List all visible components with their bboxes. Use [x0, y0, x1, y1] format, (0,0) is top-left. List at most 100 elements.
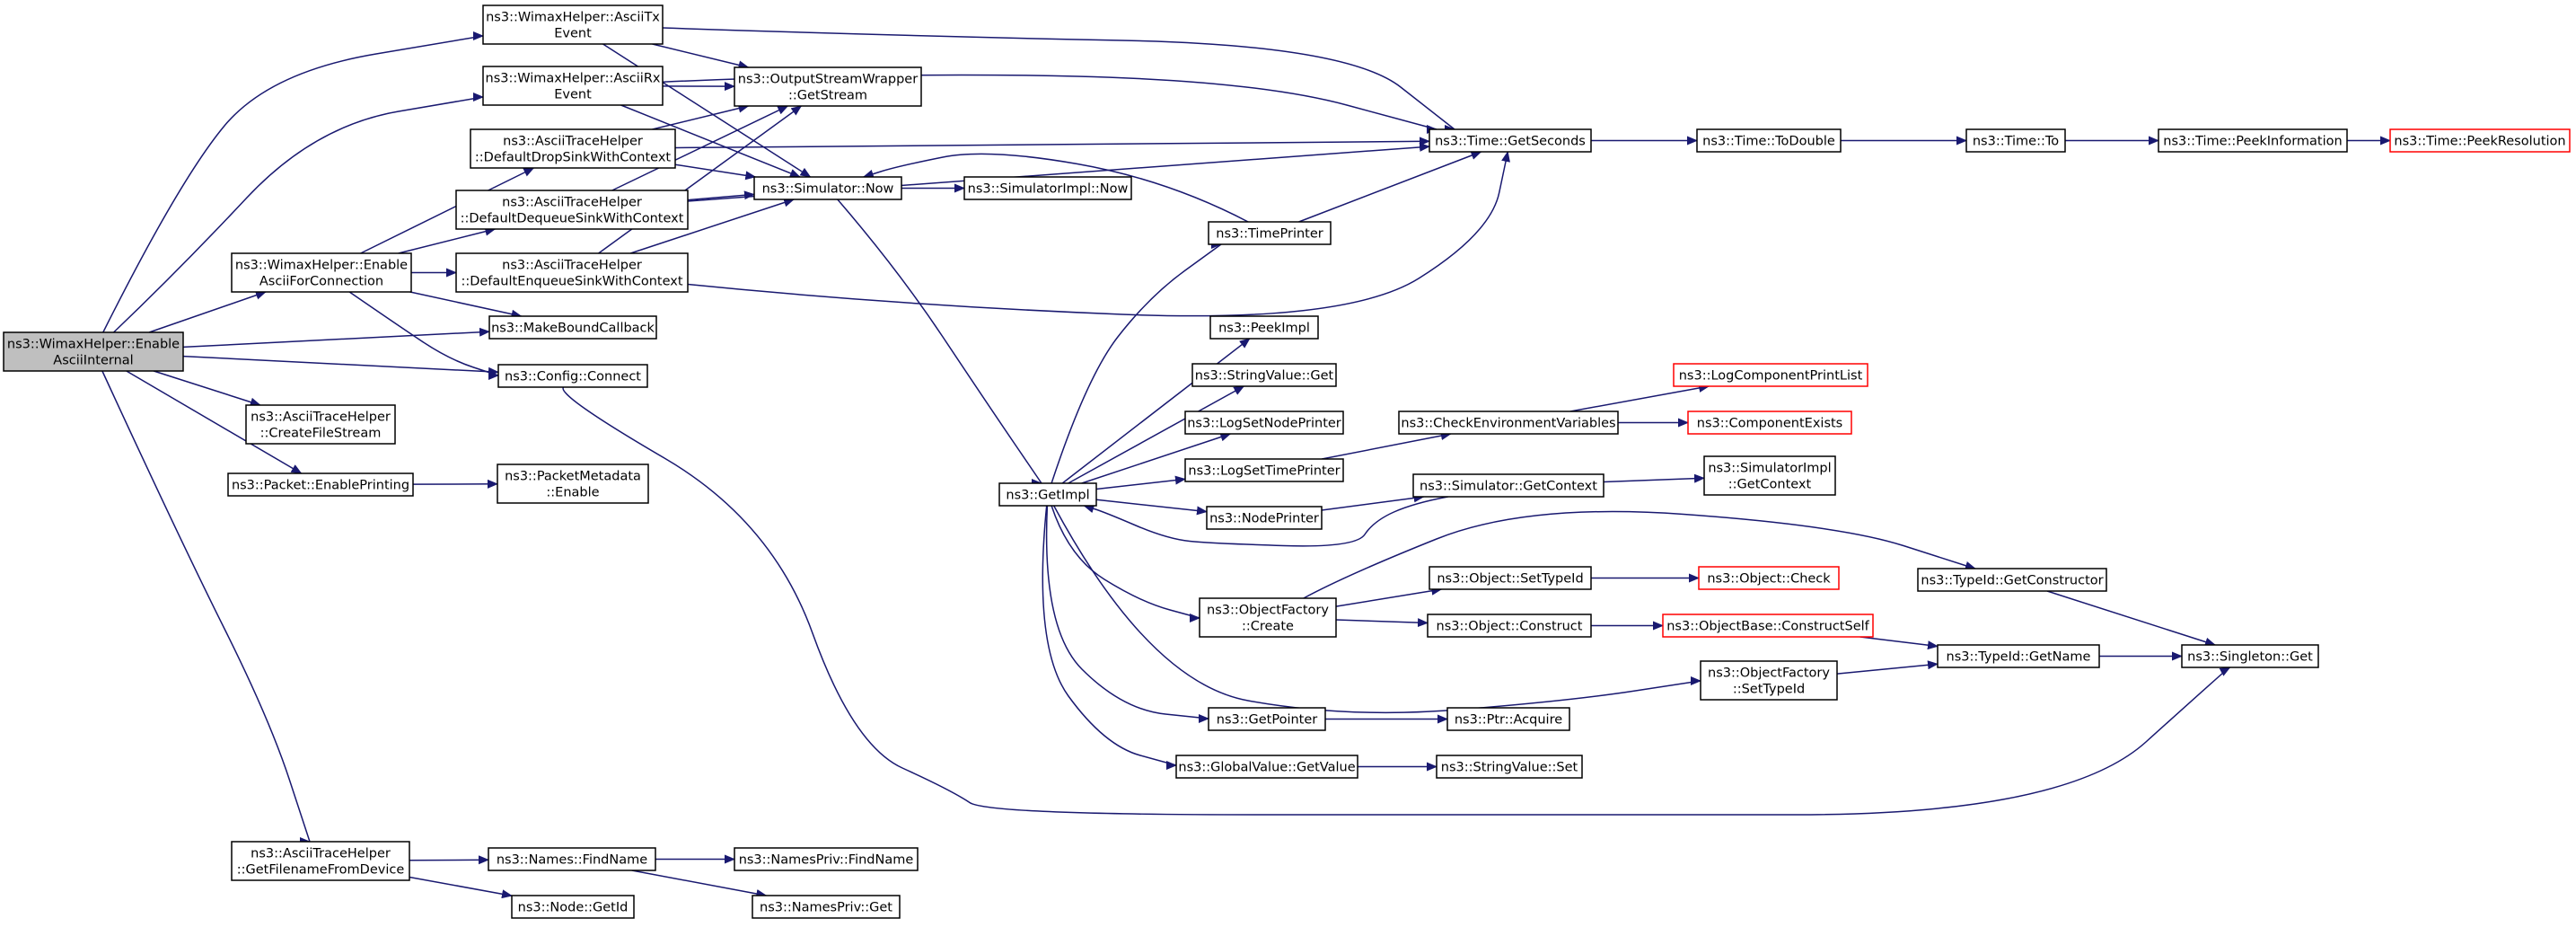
node-defaultDequeue[interactable]: ns3::AsciiTraceHelper::DefaultDequeueSin… [455, 190, 689, 230]
node-box[interactable] [245, 404, 396, 445]
node-timeTo[interactable]: ns3::Time::To [1965, 128, 2066, 153]
node-configConnect[interactable]: ns3::Config::Connect [497, 364, 648, 388]
node-box[interactable] [734, 66, 922, 107]
node-box[interactable] [1436, 755, 1583, 779]
node-box[interactable] [1937, 644, 2100, 668]
node-objBaseConstructSelf[interactable]: ns3::ObjectBase::ConstructSelf [1662, 614, 1874, 638]
node-box[interactable] [1208, 707, 1326, 731]
node-defaultDrop[interactable]: ns3::AsciiTraceHelper::DefaultDropSinkWi… [470, 128, 676, 169]
node-box[interactable] [497, 464, 649, 504]
node-logSetNodePrinter[interactable]: ns3::LogSetNodePrinter [1184, 411, 1344, 435]
node-ptrAcquire[interactable]: ns3::Ptr::Acquire [1446, 707, 1570, 731]
node-timeToDouble[interactable]: ns3::Time::ToDouble [1696, 128, 1842, 153]
node-box[interactable] [1446, 707, 1570, 731]
node-logCompPrintList[interactable]: ns3::LogComponentPrintList [1673, 363, 1868, 387]
node-box[interactable] [1429, 128, 1592, 153]
node-timePeekInfo[interactable]: ns3::Time::PeekInformation [2158, 128, 2348, 153]
node-checkEnv[interactable]: ns3::CheckEnvironmentVariables [1398, 411, 1619, 435]
node-box[interactable] [998, 482, 1097, 507]
node-box[interactable] [752, 895, 901, 919]
node-box[interactable] [3, 331, 184, 372]
node-getImpl[interactable]: ns3::GetImpl [998, 482, 1097, 507]
node-box[interactable] [1209, 315, 1319, 340]
node-typeIdGetConstructor[interactable]: ns3::TypeId::GetConstructor [1917, 568, 2107, 592]
node-objSetTypeId[interactable]: ns3::Object::SetTypeId [1429, 566, 1592, 590]
node-nodeGetId[interactable]: ns3::Node::GetId [511, 895, 635, 919]
node-createFileStream[interactable]: ns3::AsciiTraceHelper::CreateFileStream [245, 404, 396, 445]
node-box[interactable] [497, 364, 648, 388]
node-box[interactable] [227, 472, 414, 497]
node-stringValueGet[interactable]: ns3::StringValue::Get [1191, 363, 1337, 387]
node-box[interactable] [1703, 455, 1836, 496]
node-nodePrinter[interactable]: ns3::NodePrinter [1206, 506, 1323, 530]
node-box[interactable] [1208, 221, 1332, 245]
node-box[interactable] [1427, 614, 1592, 638]
node-box[interactable] [2389, 128, 2571, 153]
node-box[interactable] [1175, 755, 1358, 779]
node-box[interactable] [231, 252, 412, 293]
node-getPointer[interactable]: ns3::GetPointer [1208, 707, 1326, 731]
node-box[interactable] [470, 128, 676, 169]
node-makeBoundCallback[interactable]: ns3::MakeBoundCallback [488, 315, 657, 340]
node-box[interactable] [1184, 411, 1344, 435]
node-packetEnablePrinting[interactable]: ns3::Packet::EnablePrinting [227, 472, 414, 497]
node-objFactoryCreate[interactable]: ns3::ObjectFactory::Create [1199, 597, 1337, 638]
node-box[interactable] [1917, 568, 2107, 592]
node-simImplNow[interactable]: ns3::SimulatorImpl::Now [963, 176, 1132, 200]
node-box[interactable] [1662, 614, 1874, 638]
node-box[interactable] [1700, 660, 1838, 701]
node-box[interactable] [1199, 597, 1337, 638]
node-simNow[interactable]: ns3::Simulator::Now [753, 176, 902, 200]
node-objCheck[interactable]: ns3::Object::Check [1698, 566, 1840, 590]
node-objFactorySetTypeId[interactable]: ns3::ObjectFactory::SetTypeId [1700, 660, 1838, 701]
node-namesPrivGet[interactable]: ns3::NamesPriv::Get [752, 895, 901, 919]
node-timePeekRes[interactable]: ns3::Time::PeekResolution [2389, 128, 2571, 153]
node-box[interactable] [1184, 458, 1344, 482]
node-box[interactable] [1412, 473, 1605, 498]
node-globalValueGet[interactable]: ns3::GlobalValue::GetValue [1175, 755, 1358, 779]
node-box[interactable] [1398, 411, 1619, 435]
node-singletonGet[interactable]: ns3::Singleton::Get [2181, 644, 2319, 668]
node-timePrinter[interactable]: ns3::TimePrinter [1208, 221, 1332, 245]
node-box[interactable] [488, 315, 657, 340]
node-box[interactable] [2181, 644, 2319, 668]
node-peekImpl[interactable]: ns3::PeekImpl [1209, 315, 1319, 340]
node-typeIdGetName[interactable]: ns3::TypeId::GetName [1937, 644, 2100, 668]
node-box[interactable] [1673, 363, 1868, 387]
node-box[interactable] [1191, 363, 1337, 387]
node-box[interactable] [455, 252, 689, 293]
node-box[interactable] [488, 847, 656, 871]
node-simImplGetContext[interactable]: ns3::SimulatorImpl::GetContext [1703, 455, 1836, 496]
node-stringValueSet[interactable]: ns3::StringValue::Set [1436, 755, 1583, 779]
node-box[interactable] [1687, 411, 1852, 435]
node-box[interactable] [1696, 128, 1842, 153]
node-enableAsciiForConn[interactable]: ns3::WimaxHelper::EnableAsciiForConnecti… [231, 252, 412, 293]
node-box[interactable] [455, 190, 689, 230]
node-defaultEnqueue[interactable]: ns3::AsciiTraceHelper::DefaultEnqueueSin… [455, 252, 689, 293]
node-box[interactable] [734, 847, 919, 871]
node-logSetTimePrinter[interactable]: ns3::LogSetTimePrinter [1184, 458, 1344, 482]
node-box[interactable] [753, 176, 902, 200]
node-namesPrivFindName[interactable]: ns3::NamesPriv::FindName [734, 847, 919, 871]
node-namesFindName[interactable]: ns3::Names::FindName [488, 847, 656, 871]
node-componentExists[interactable]: ns3::ComponentExists [1687, 411, 1852, 435]
node-box[interactable] [1698, 566, 1840, 590]
node-box[interactable] [1429, 566, 1592, 590]
node-getFilename[interactable]: ns3::AsciiTraceHelper::GetFilenameFromDe… [231, 841, 410, 881]
node-outputStream[interactable]: ns3::OutputStreamWrapper::GetStream [734, 66, 922, 107]
node-box[interactable] [482, 4, 664, 45]
node-box[interactable] [1206, 506, 1323, 530]
node-objConstruct[interactable]: ns3::Object::Construct [1427, 614, 1592, 638]
node-box[interactable] [482, 66, 664, 106]
node-simGetContext[interactable]: ns3::Simulator::GetContext [1412, 473, 1605, 498]
node-timeGetSeconds[interactable]: ns3::Time::GetSeconds [1429, 128, 1592, 153]
node-box[interactable] [231, 841, 410, 881]
node-box[interactable] [511, 895, 635, 919]
node-box[interactable] [963, 176, 1132, 200]
node-box[interactable] [1965, 128, 2066, 153]
node-box[interactable] [2158, 128, 2348, 153]
node-packetMetadataEnable[interactable]: ns3::PacketMetadata::Enable [497, 464, 649, 504]
